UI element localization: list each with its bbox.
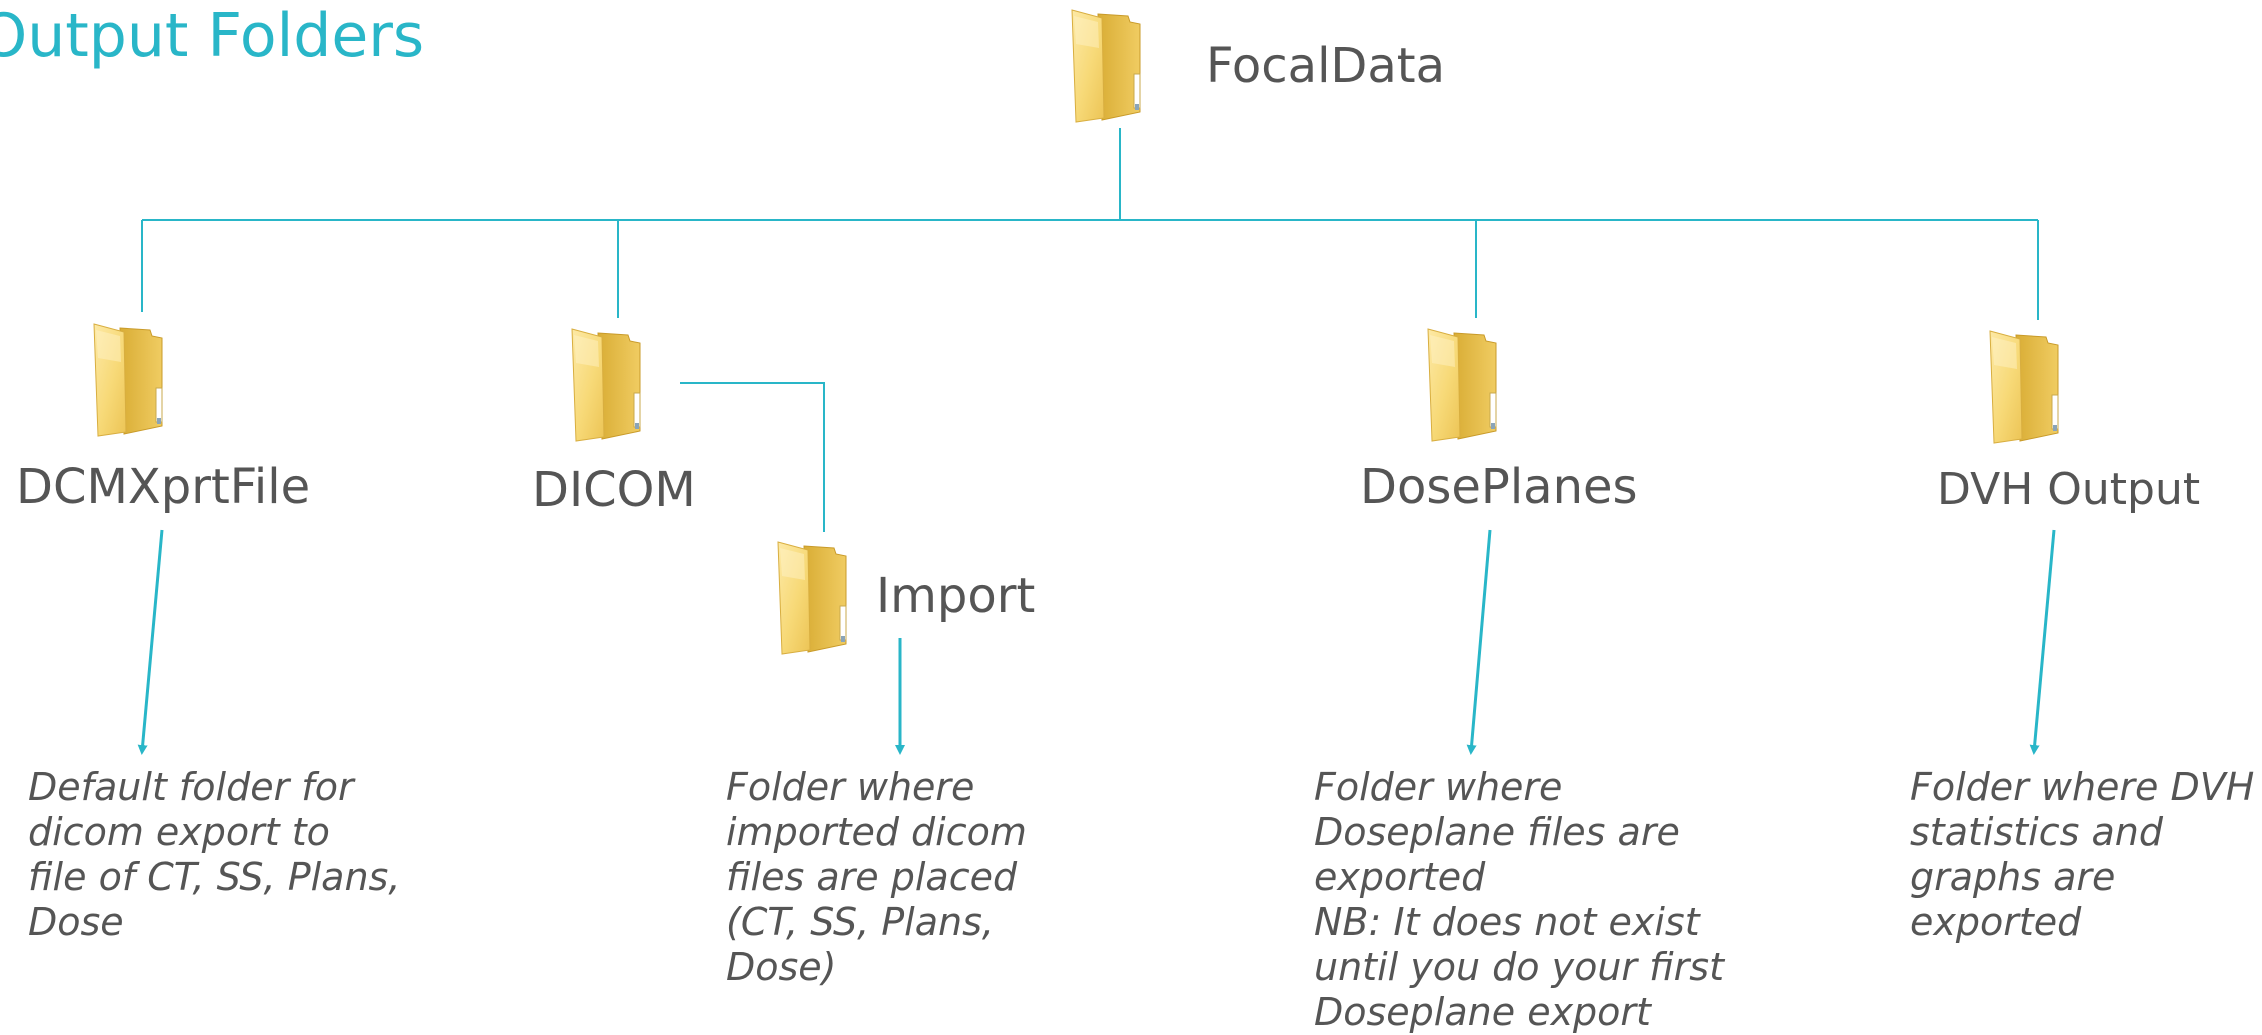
dcmxprtfile-description: Default folder for dicom export to file … bbox=[28, 765, 401, 944]
dicom-folder-icon[interactable] bbox=[568, 327, 646, 443]
dcmxprtfile-label: DCMXprtFile bbox=[16, 459, 311, 515]
dicom-label: DICOM bbox=[532, 462, 696, 518]
dicom-to-import-line bbox=[680, 382, 825, 532]
doseplanes-folder-icon[interactable] bbox=[1424, 327, 1502, 443]
import-description: Folder where imported dicom files are pl… bbox=[726, 765, 1027, 989]
import-folder-icon[interactable] bbox=[774, 540, 852, 656]
dvh-output-description: Folder where DVH statistics and graphs a… bbox=[1910, 765, 2255, 944]
dvh-output-label: DVH Output bbox=[1937, 464, 2201, 515]
focaldata-label: FocalData bbox=[1206, 38, 1446, 94]
dcmxprtfile-arrow bbox=[137, 529, 164, 755]
focaldata-folder-icon[interactable] bbox=[1068, 8, 1146, 124]
doseplanes-arrow bbox=[1466, 529, 1492, 755]
doseplanes-label: DosePlanes bbox=[1360, 459, 1638, 515]
import-label: Import bbox=[876, 568, 1036, 624]
dcmxprtfile-folder-icon[interactable] bbox=[90, 322, 168, 438]
dvh-output-folder-icon[interactable] bbox=[1986, 329, 2064, 445]
doseplanes-description: Folder where Doseplane files are exporte… bbox=[1314, 765, 1725, 1034]
page-title: Output Folders bbox=[0, 1, 425, 71]
dvh-output-arrow bbox=[2029, 529, 2056, 755]
